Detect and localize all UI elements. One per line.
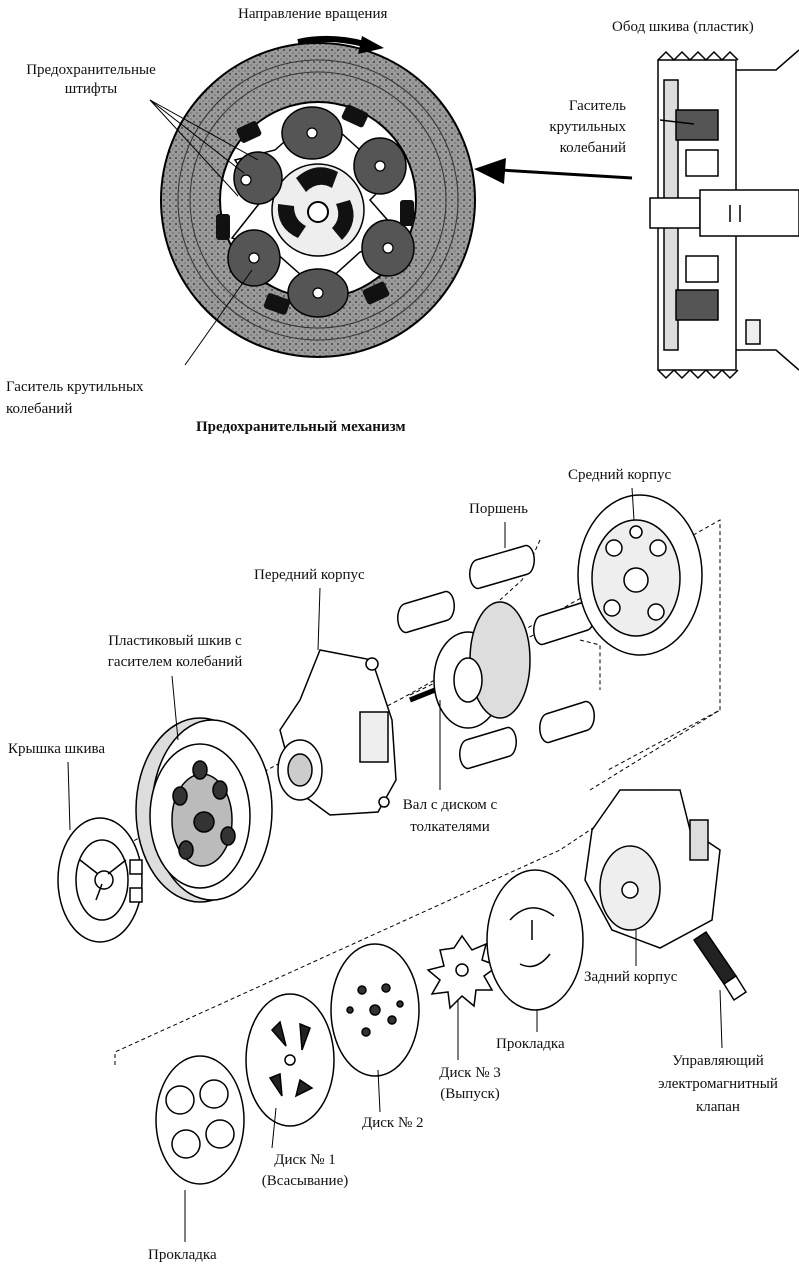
disc-3-part	[426, 934, 500, 1010]
gasket-right-label: Прокладка	[496, 1036, 565, 1052]
disc-2-label: Диск № 2	[362, 1115, 424, 1131]
control-valve-label-line1: Управляющий	[672, 1053, 764, 1069]
shaft-label-line2: толкателями	[410, 819, 490, 835]
middle-housing-label: Средний корпус	[568, 467, 672, 483]
damper-left-label-line1: Гаситель крутильных	[6, 379, 144, 395]
plastic-pulley-label-line1: Пластиковый шкив с	[108, 633, 242, 649]
plastic-pulley-part	[135, 717, 273, 903]
disc-3-label-line1: Диск № 3	[439, 1065, 501, 1081]
damper-right-label-line1: Гаситель	[568, 98, 626, 114]
plastic-pulley-label-line2: гасителем колебаний	[107, 654, 243, 670]
bottom-leaders	[67, 487, 723, 1242]
slots	[216, 104, 414, 315]
front-housing-label: Передний корпус	[254, 567, 365, 583]
pistons	[397, 544, 595, 770]
disc-1-label-line1: Диск № 1	[274, 1152, 336, 1168]
gasket-left-part	[155, 1055, 245, 1185]
disc-1-label-line2: (Всасывание)	[261, 1173, 349, 1189]
damper-right-label-line3: колебаний	[559, 140, 626, 156]
damper-right-label-line2: крутильных	[549, 119, 626, 135]
shaft-with-disc-part	[409, 601, 531, 729]
control-valve-label-line2: электромагнитный	[658, 1076, 778, 1092]
pulley-rim-label: Обод шкива (пластик)	[612, 19, 754, 35]
disc-3-label-line2: (Выпуск)	[440, 1086, 500, 1102]
front-housing-part	[277, 649, 397, 816]
shaft-label-line1: Вал с диском с	[402, 797, 498, 813]
disc-2-part	[330, 943, 420, 1077]
pulley-cover-part	[57, 817, 143, 943]
gasket-right-part	[486, 869, 584, 1011]
pulley-cover-label: Крышка шкива	[8, 741, 106, 757]
control-valve-part	[692, 930, 748, 1002]
control-valve-label-line3: клапан	[696, 1099, 740, 1115]
middle-housing-part	[577, 494, 703, 656]
gasket-left-label: Прокладка	[148, 1247, 217, 1263]
pulley-section-view	[649, 49, 799, 380]
safety-pins	[240, 127, 394, 299]
view-arrow	[474, 158, 633, 184]
rotation-direction-label: Направление вращения	[238, 6, 388, 22]
safety-pins-label-line1: Предохранительные	[26, 62, 156, 78]
rotation-arrow	[297, 35, 384, 54]
safety-mechanism-caption: Предохранительный механизм	[196, 419, 406, 435]
pulley-face-view	[160, 42, 476, 358]
piston-label: Поршень	[469, 501, 528, 517]
rear-housing-part	[584, 789, 721, 949]
safety-pins-label-line2: штифты	[64, 81, 118, 97]
rear-housing-label: Задний корпус	[584, 969, 678, 985]
damper-left-label-line2: колебаний	[6, 401, 73, 417]
disc-1-part	[245, 993, 335, 1127]
pin-leaders	[149, 99, 259, 366]
